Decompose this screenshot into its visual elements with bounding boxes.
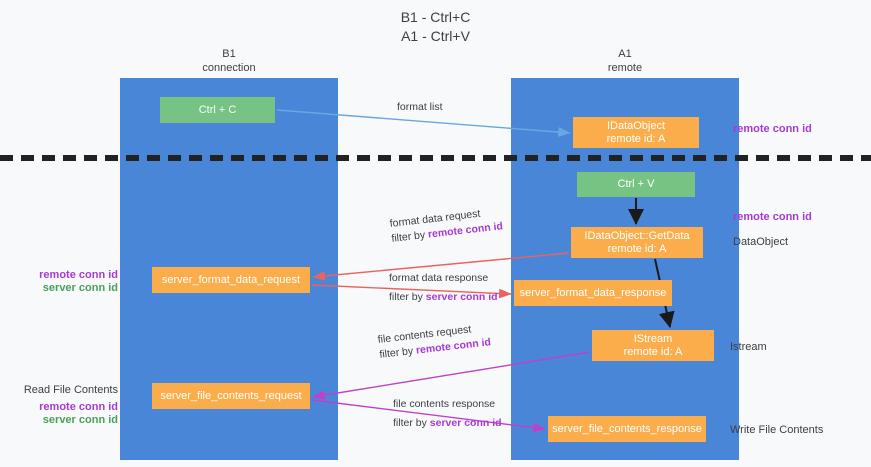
node-istream-remote-id: remote id: A [623,345,683,358]
node-idataobject-remote-id: remote id: A [606,132,666,145]
column-header-a1-role: remote [607,62,643,74]
edge-label-file-contents-response: file contents response filter by server … [393,397,502,431]
node-server-format-data-request[interactable]: server_format_data_request [152,267,310,293]
node-server-file-contents-request[interactable]: server_file_contents_request [152,383,310,409]
diagram-title: B1 - Ctrl+C A1 - Ctrl+V [0,8,871,46]
edge-label-format-data-response-text: format data response [389,272,489,284]
filter-prefix: filter by [389,291,426,303]
annotation-left-server-conn-id: server conn id [42,282,118,294]
column-header-a1: A1 remote [511,47,739,75]
annotation-right-remote-conn-id-mid: remote conn id [733,211,812,223]
filter-prefix: filter by [378,344,417,361]
edge-label-format-data-response-filter: filter by server conn id [389,290,498,305]
annotation-left-server-conn-id-2: server conn id [42,414,118,426]
node-server-format-data-response[interactable]: server_format_data_response [514,280,672,306]
node-idataobject[interactable]: IDataObject remote id: A [573,117,699,148]
node-ctrl-c-label: Ctrl + C [198,103,237,116]
filter-key-server-conn-id: server conn id [425,291,498,303]
node-getdata-remote-id: remote id: A [607,242,667,255]
edge-label-format-list-text: format list [397,101,443,113]
node-getdata-label: IDataObject::GetData [584,229,690,242]
annotation-left-conn-ids-top: remote conn id server conn id [18,269,118,295]
annotation-left-conn-ids-bottom: remote conn id server conn id [18,401,118,427]
node-istream-label: IStream [633,332,673,345]
edge-label-format-list: format list [397,100,443,115]
annotation-right-istream: Istream [730,341,767,353]
annotation-left-read-file-contents: Read File Contents [23,384,118,396]
filter-prefix: filter by [390,228,429,245]
annotation-left-remote-conn-id-2: remote conn id [39,401,118,413]
title-line-2: A1 - Ctrl+V [401,28,470,44]
node-server-format-data-response-label: server_format_data_response [519,286,667,299]
edge-label-file-contents-response-text: file contents response [393,398,496,410]
edge-label-file-contents-response-filter: filter by server conn id [393,416,502,431]
phase-separator [0,155,871,161]
edge-label-format-data-request: format data request filter by remote con… [389,204,504,246]
annotation-left-remote-conn-id: remote conn id [39,269,118,281]
column-header-a1-name: A1 [618,48,632,60]
column-header-b1-name: B1 [222,48,236,60]
edge-label-file-contents-request: file contents request filter by remote c… [377,320,492,362]
annotation-right-remote-conn-id-top: remote conn id [733,123,812,135]
node-ctrl-c[interactable]: Ctrl + C [160,97,275,123]
node-server-file-contents-response[interactable]: server_file_contents_response [548,416,706,442]
node-idataobject-getdata[interactable]: IDataObject::GetData remote id: A [571,227,703,258]
filter-key-server-conn-id: server conn id [429,417,502,429]
node-server-format-data-request-label: server_format_data_request [161,273,301,286]
node-ctrl-v-label: Ctrl + V [617,178,655,190]
node-istream[interactable]: IStream remote id: A [592,330,714,361]
node-ctrl-v[interactable]: Ctrl + V [577,172,695,197]
node-idataobject-label: IDataObject [606,119,666,132]
title-line-1: B1 - Ctrl+C [400,9,471,25]
column-header-b1: B1 connection [120,47,338,75]
edge-label-format-data-response: format data response filter by server co… [389,271,498,305]
annotation-right-dataobject: DataObject [733,236,789,248]
node-server-file-contents-response-label: server_file_contents_response [552,422,702,435]
filter-prefix: filter by [393,417,430,429]
node-server-file-contents-request-label: server_file_contents_request [160,389,302,402]
column-header-b1-role: connection [202,62,256,74]
annotation-right-write-file-contents: Write File Contents [730,424,824,436]
